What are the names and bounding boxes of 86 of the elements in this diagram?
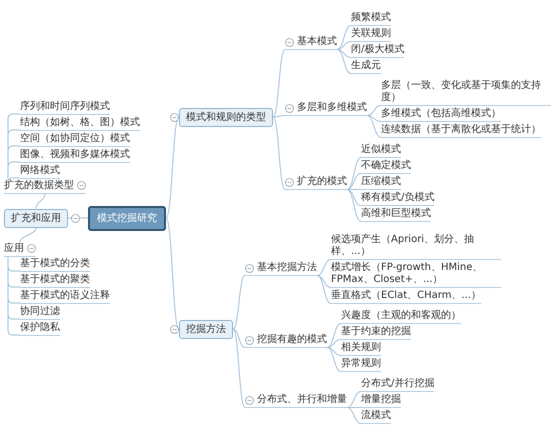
leaf-topic: 候选项产生（Apriori、划分、抽样、...） [331, 234, 501, 260]
topic-box: 模式和规则的类型 [179, 108, 273, 126]
topic-label: 基本挖掘方法 [257, 262, 317, 274]
connector-line [346, 189, 362, 222]
connector-line [232, 328, 246, 408]
leaf-topic: 连续数据（基于离散化或基于统计） [381, 124, 541, 138]
connector-line [272, 116, 286, 190]
connector-line [8, 162, 20, 180]
connector-line [336, 49, 352, 58]
leaf-topic: 增量挖掘 [361, 394, 401, 408]
leaf-topic: 基于模式的分类 [20, 258, 90, 272]
branch-topic [285, 36, 337, 50]
connector-line [272, 49, 286, 118]
connector-line [336, 41, 352, 50]
connector-line [326, 323, 342, 348]
leaf-topic: 压缩模式 [361, 176, 401, 190]
connector-line [326, 347, 342, 356]
leaf-topic: 高维和巨型模式 [361, 208, 431, 222]
topic-label: 挖掘有趣的模式 [257, 334, 327, 346]
connector-line [316, 259, 332, 276]
connector-line [326, 347, 342, 372]
leaf-topic: 多层（一致、变化或基于项集的支持度） [381, 80, 551, 106]
leaf-topic: 生成元 [351, 60, 381, 74]
connector-line [166, 218, 180, 330]
branch-topic [285, 102, 367, 116]
leaf-topic: 保护隐私 [20, 322, 60, 336]
connector-line [8, 178, 20, 184]
connector-line [346, 391, 362, 408]
leaf-topic: 图像、视频和多媒体模式 [20, 148, 130, 162]
connector-line [316, 275, 332, 288]
branch-topic [4, 180, 86, 194]
leaf-topic: 序列和时间序列模式 [20, 100, 110, 114]
topic-label: 扩充的模式 [297, 176, 347, 188]
connector-line [336, 25, 352, 50]
leaf-topic: 流模式 [361, 410, 391, 424]
topic-label: 扩充的数据类型 [4, 180, 74, 192]
branch-topic [4, 242, 36, 256]
connector-line [366, 115, 382, 138]
branch-topic [245, 262, 317, 276]
topic-box: 挖掘方法 [179, 320, 233, 338]
leaf-topic: 多维模式（包括高维模式） [381, 108, 501, 122]
topic-box: 扩充和应用 [4, 208, 68, 228]
leaf-topic: 网络模式 [20, 164, 60, 178]
leaf-topic: 关联规则 [351, 28, 391, 42]
connector-line [272, 115, 286, 118]
leaf-topic: 稀有模式/负模式 [361, 192, 434, 206]
connector-line [326, 339, 342, 348]
connector-line [346, 189, 362, 190]
leaf-topic: 垂直格式（EClat、CHarm、...） [331, 290, 481, 304]
topic-label: 分布式、并行和增量 [257, 394, 347, 406]
connector-line [346, 173, 362, 190]
connector-line [20, 227, 36, 243]
leaf-topic: 不确定模式 [361, 160, 411, 174]
leaf-topic: 兴趣度（主观的和客观的） [341, 310, 461, 324]
connector-line [36, 193, 46, 209]
leaf-topic: 模式增长（FP-growth、HMine、FPMax、Closet+、...） [331, 262, 501, 288]
leaf-topic: 近似模式 [361, 144, 401, 158]
topic-label: 应用 [4, 242, 24, 254]
branch-topic [245, 334, 327, 348]
leaf-topic: 频繁模式 [351, 12, 391, 26]
connector-line [8, 256, 20, 336]
branch-topic [245, 394, 347, 408]
connector-line [346, 407, 362, 424]
topic-label: 多层和多维模式 [297, 102, 367, 114]
connector-line [336, 49, 352, 74]
leaf-topic: 基于约束的挖掘 [341, 326, 411, 340]
connector-line [366, 115, 382, 122]
connector-line [366, 105, 382, 116]
connector-line [232, 275, 246, 330]
connector-line [346, 189, 362, 206]
connector-line [316, 275, 332, 304]
leaf-topic: 分布式/并行挖掘 [361, 378, 434, 392]
leaf-topic: 异常规则 [341, 358, 381, 372]
leaf-topic: 闭/极大模式 [351, 44, 404, 58]
central-topic-box: 模式挖掘研究 [88, 206, 166, 230]
branch-topic [285, 176, 347, 190]
leaf-topic: 空间（如协同定位）模式 [20, 132, 130, 146]
connector-line [346, 407, 362, 408]
leaf-topic: 基于模式的语义注释 [20, 290, 110, 304]
leaf-topic: 基于模式的聚类 [20, 274, 90, 288]
leaf-topic: 结构（如树、格、图）模式 [20, 116, 140, 130]
leaf-topic: 相关规则 [341, 342, 381, 356]
connector-line [346, 157, 362, 190]
leaf-topic: 协同过滤 [20, 306, 60, 320]
connector-line [232, 328, 246, 348]
topic-label: 基本模式 [297, 36, 337, 48]
